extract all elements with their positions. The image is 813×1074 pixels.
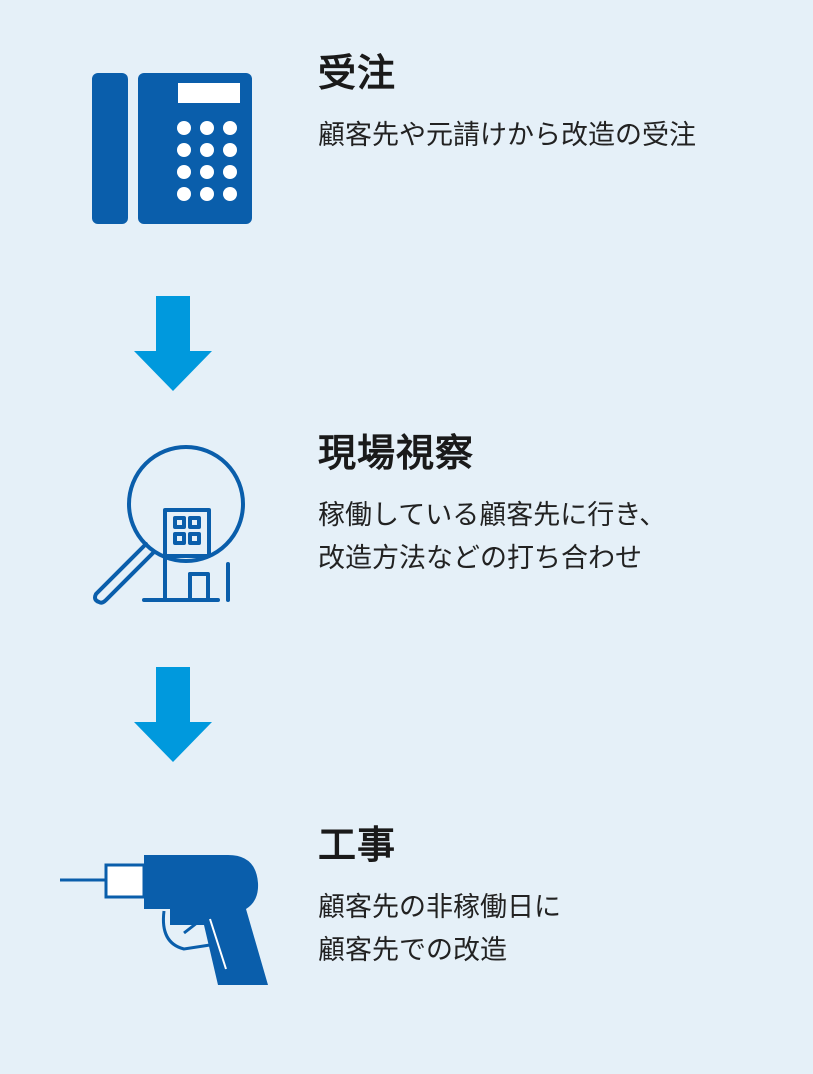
step-description: 稼働している顧客先に行き、 改造方法などの打ち合わせ — [318, 494, 798, 580]
step-description-line: 稼働している顧客先に行き、 — [318, 500, 667, 531]
step-description: 顧客先の非稼働日に 顧客先での改造 — [318, 886, 798, 972]
step-description-line: 顧客先の非稼働日に — [318, 892, 561, 923]
step-description-line: 顧客先や元請けから改造の受注 — [318, 120, 696, 151]
step-description: 顧客先や元請けから改造の受注 — [318, 114, 798, 157]
step-description-line: 改造方法などの打ち合わせ — [318, 543, 642, 574]
drill-icon — [60, 853, 272, 993]
step-title: 受注 — [318, 51, 397, 95]
step-description-line: 顧客先での改造 — [318, 935, 507, 966]
step-title: 工事 — [318, 823, 397, 867]
arrow-down-icon — [134, 667, 212, 762]
magnifier-building-icon — [88, 444, 252, 606]
telephone-icon — [92, 73, 254, 225]
step-title: 現場視察 — [318, 431, 475, 475]
arrow-down-icon — [134, 296, 212, 391]
